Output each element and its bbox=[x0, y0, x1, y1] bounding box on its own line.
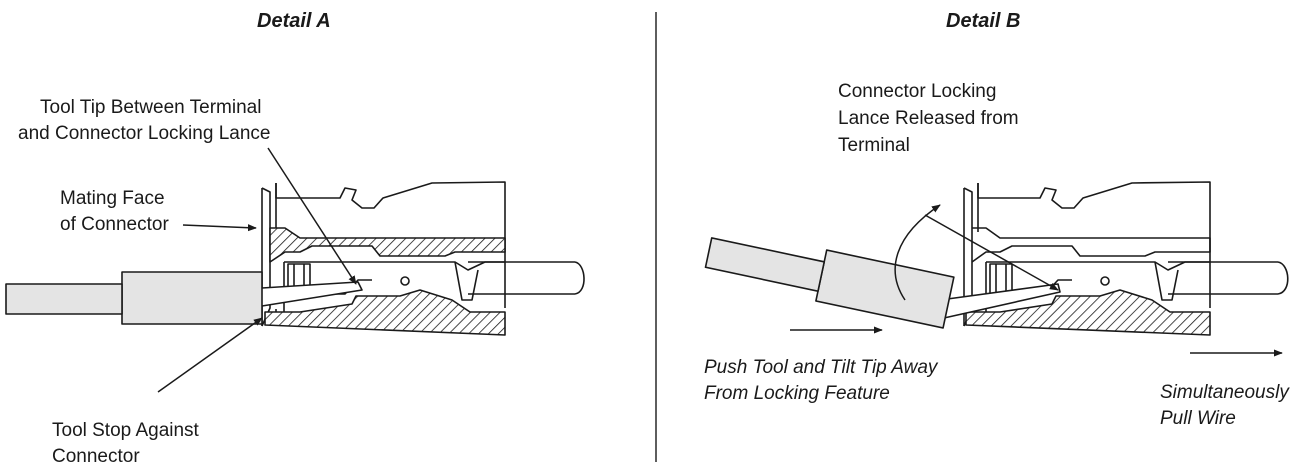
tool-stop-b bbox=[815, 249, 955, 329]
detail-a-title: Detail A bbox=[257, 10, 331, 32]
label-lance-line-3: Terminal bbox=[838, 135, 910, 156]
lower-wall-hatch bbox=[264, 289, 506, 336]
connector-assembly-b bbox=[704, 181, 1289, 336]
tool-tip-b bbox=[939, 283, 1061, 319]
terminal-body bbox=[284, 261, 505, 271]
tool-shaft-b bbox=[704, 237, 826, 292]
leader-mating-face bbox=[182, 224, 257, 232]
instruction-pull-line-1: Simultaneously bbox=[1160, 382, 1289, 403]
leader-tool-tip bbox=[267, 147, 357, 285]
label-tool-tip-line-1: Tool Tip Between Terminal bbox=[40, 97, 262, 118]
instruction-push-line-2: From Locking Feature bbox=[704, 383, 890, 404]
tool-stop-a bbox=[121, 271, 263, 325]
tool-tip-a bbox=[261, 281, 363, 307]
leader-tool-stop bbox=[157, 317, 263, 393]
connector-assembly-a bbox=[5, 181, 585, 336]
label-lance-line-1: Connector Locking bbox=[838, 81, 997, 102]
instruction-push-line-1: Push Tool and Tilt Tip Away bbox=[704, 357, 938, 378]
label-lance-line-2: Lance Released from bbox=[838, 108, 1019, 129]
label-mating-face-line-1: Mating Face bbox=[60, 188, 165, 209]
upper-wall-outline-b bbox=[971, 227, 1211, 263]
lower-wall-hatch-b bbox=[965, 289, 1211, 336]
label-tool-stop-line-1: Tool Stop Against bbox=[52, 420, 199, 441]
label-tool-tip-line-2: and Connector Locking Lance bbox=[18, 123, 271, 144]
tool-shaft-a bbox=[5, 283, 123, 315]
tilt-rotation-arrow bbox=[894, 204, 941, 301]
label-tool-stop-line-2: Connector bbox=[52, 446, 140, 467]
connector-housing-outline bbox=[275, 181, 506, 308]
instruction-pull-line-2: Pull Wire bbox=[1160, 408, 1236, 429]
terminal-contact-cage-b bbox=[989, 263, 1013, 295]
detail-b-title: Detail B bbox=[946, 10, 1021, 32]
connector-housing-outline-b bbox=[977, 181, 1211, 308]
upper-wall-hatch bbox=[269, 227, 506, 263]
label-mating-face-line-2: of Connector bbox=[60, 214, 169, 235]
leader-lance-released bbox=[924, 214, 1059, 291]
